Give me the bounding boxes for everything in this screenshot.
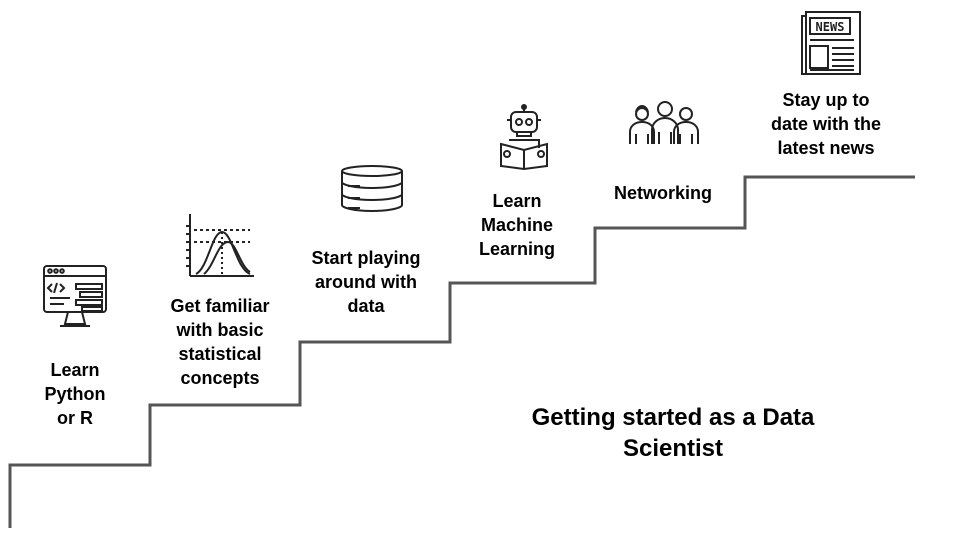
people-group-icon: [629, 101, 699, 144]
newspaper-icon: NEWS: [801, 11, 861, 75]
step-label-networking: Networking: [613, 183, 712, 203]
newspaper-icon-text: NEWS: [816, 20, 845, 34]
step-label-statistics: Get familiar with basic statistical conc…: [170, 296, 270, 388]
step-label-latest-news: Stay up to date with the latest news: [770, 90, 881, 158]
step-label-machine-learning: Learn Machine Learning: [478, 191, 555, 259]
step-label-playing-with-data: Start playing around with data: [311, 248, 421, 316]
database-icon: [341, 165, 403, 213]
staircase-line: [8, 175, 915, 528]
code-monitor-icon: [43, 265, 107, 327]
step-label-learn-python: Learn Python or R: [44, 360, 106, 428]
diagram-title: Getting started as a Data Scientist: [531, 404, 815, 462]
robot-reading-icon: [500, 104, 548, 170]
distribution-chart-icon: [186, 214, 254, 277]
